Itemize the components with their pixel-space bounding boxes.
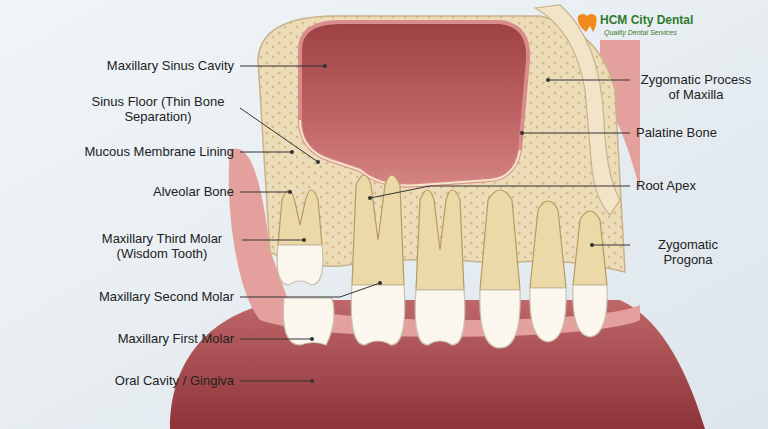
leader-dot: [323, 64, 327, 68]
leader-dot: [302, 238, 306, 242]
part-label: Sinus Floor (Thin Bone Separation): [84, 94, 232, 124]
leader-line: [592, 245, 630, 246]
logo-icon: [578, 14, 597, 32]
tooth-crown: [351, 285, 405, 345]
zygomatic-process: [535, 5, 620, 215]
tooth-crown: [415, 290, 465, 345]
part-label: Maxillary First Molar: [40, 331, 234, 346]
tooth-root: [530, 201, 566, 288]
tooth-crown: [283, 298, 334, 345]
leader-line: [240, 66, 325, 67]
part-label: Maxillary Sinus Cavity: [60, 58, 234, 73]
tooth-root: [278, 190, 322, 245]
leader-line: [240, 152, 292, 153]
leader-dot: [310, 337, 314, 341]
leader-dot: [378, 281, 382, 285]
leader-dots: [288, 64, 594, 383]
leader-line: [240, 192, 290, 193]
part-label: Palatine Bone: [636, 125, 756, 140]
leader-line: [240, 339, 312, 340]
tooth-root: [573, 211, 607, 285]
tooth-crown: [573, 285, 607, 337]
part-label: Oral Cavity / Gingiva: [60, 373, 234, 388]
sinus-floor: [300, 120, 520, 185]
leader-line: [522, 133, 630, 134]
leader-dot: [520, 131, 524, 135]
leader-dot: [590, 243, 594, 247]
leader-dot: [310, 379, 314, 383]
tooth-root: [352, 175, 404, 285]
tooth-crown: [480, 290, 520, 348]
part-label: Root Apex: [636, 178, 756, 193]
leader-dot: [316, 160, 320, 164]
part-label: Alveolar Bone: [60, 184, 234, 199]
logo-text: HCM City Dental: [600, 13, 693, 27]
part-label: Maxillary Third Molar (Wisdom Tooth): [86, 231, 238, 261]
leader-line: [242, 240, 304, 241]
part-label: Zygomatic Process of Maxilla: [636, 72, 756, 102]
part-label: Maxillary Second Molar: [40, 289, 234, 304]
part-label: Zygomatic Progona: [636, 237, 740, 267]
logo-tagline: Quality Dental Services: [604, 29, 677, 36]
tooth-root: [480, 190, 520, 290]
leader-dot: [290, 150, 294, 154]
tooth-roots: [278, 175, 607, 290]
tooth-crown: [530, 288, 566, 342]
leader-dot: [288, 190, 292, 194]
leader-line: [370, 186, 630, 198]
leader-line: [240, 283, 380, 297]
maxillary-sinus: [300, 22, 528, 185]
tooth-root: [416, 190, 464, 290]
leader-lines: [240, 66, 630, 381]
leader-line: [240, 381, 312, 382]
tooth-crown: [277, 245, 323, 285]
leader-line: [548, 80, 630, 81]
leader-line: [240, 108, 318, 162]
leader-dot: [546, 78, 550, 82]
part-label: Mucous Membrane Lining: [30, 144, 234, 159]
leader-dot: [368, 196, 372, 200]
